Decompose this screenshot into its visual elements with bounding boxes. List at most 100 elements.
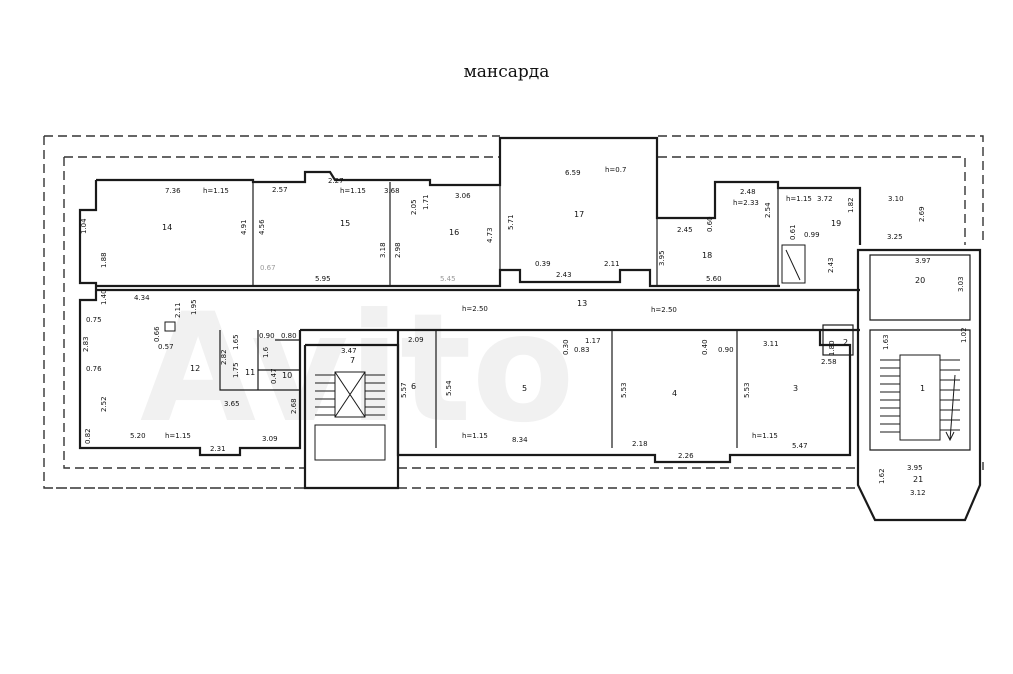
room-12-fixture: [164, 321, 176, 332]
shower-fixture: [781, 244, 806, 284]
room-7: 7: [350, 356, 355, 365]
room-14: 14: [162, 223, 172, 232]
svg-text:2.11: 2.11: [174, 302, 182, 318]
roof-outline-outer: [43, 135, 984, 489]
svg-text:4.56: 4.56: [258, 219, 266, 235]
room-2: 2: [843, 338, 848, 347]
room-1: 1: [920, 384, 925, 393]
room-20: 20: [915, 276, 925, 285]
svg-text:3.09: 3.09: [262, 435, 278, 443]
tower-20-wall: [869, 254, 971, 321]
room-5: 5: [522, 384, 527, 393]
svg-text:0.83: 0.83: [574, 346, 590, 354]
svg-text:h=1.15: h=1.15: [786, 195, 812, 203]
svg-text:3.10: 3.10: [888, 195, 904, 203]
svg-text:h=2.50: h=2.50: [462, 305, 488, 313]
svg-text:2.58: 2.58: [821, 358, 837, 366]
stair-1-arrow: [945, 374, 956, 442]
svg-text:5.20: 5.20: [130, 432, 146, 440]
partition-12-11: [219, 330, 300, 391]
svg-text:4.34: 4.34: [134, 294, 150, 302]
svg-text:5.53: 5.53: [743, 382, 751, 398]
svg-text:0.47: 0.47: [270, 368, 278, 384]
tower-walls: [856, 248, 982, 522]
svg-text:2.11: 2.11: [604, 260, 620, 268]
svg-text:3.72: 3.72: [817, 195, 833, 203]
svg-text:3.47: 3.47: [341, 347, 357, 355]
dimension-labels: 7.36 h=1.15 1.04 1.88 4.91 2.57 2.27 h=1…: [80, 166, 968, 497]
room-16: 16: [449, 228, 459, 237]
stair-1-well: [899, 354, 941, 441]
svg-text:3.06: 3.06: [455, 192, 471, 200]
tower-1-wall: [869, 329, 971, 451]
svg-text:2.52: 2.52: [100, 396, 108, 412]
svg-text:3.12: 3.12: [910, 489, 926, 497]
svg-text:h=1.15: h=1.15: [340, 187, 366, 195]
svg-text:3.11: 3.11: [763, 340, 779, 348]
svg-text:h=1.15: h=1.15: [752, 432, 778, 440]
svg-text:4.91: 4.91: [240, 219, 248, 235]
svg-text:h=1.15: h=1.15: [203, 187, 229, 195]
svg-text:2.98: 2.98: [394, 242, 402, 258]
svg-text:3.97: 3.97: [915, 257, 931, 265]
svg-text:5.95: 5.95: [315, 275, 331, 283]
room-3: 3: [793, 384, 798, 393]
svg-text:2.43: 2.43: [556, 271, 572, 279]
svg-text:5.45: 5.45: [440, 275, 456, 283]
room-21: 21: [913, 475, 923, 484]
svg-text:2.48: 2.48: [740, 188, 756, 196]
svg-text:5.54: 5.54: [445, 380, 453, 396]
svg-text:1.80: 1.80: [828, 340, 836, 356]
watermark: Avito: [140, 282, 575, 456]
partition-small-rooms: [257, 330, 300, 390]
svg-text:0.40: 0.40: [701, 339, 709, 355]
svg-text:0.82: 0.82: [84, 428, 92, 444]
svg-text:2.68: 2.68: [290, 398, 298, 414]
room-numbers: 1 2 3 4 5 6 7 10 11 12 13 14 15 16 17 18…: [162, 210, 925, 484]
svg-text:2.57: 2.57: [272, 186, 288, 194]
svg-text:1.17: 1.17: [585, 337, 601, 345]
svg-text:3.65: 3.65: [224, 400, 240, 408]
svg-text:3.95: 3.95: [907, 464, 923, 472]
svg-text:3.95: 3.95: [658, 250, 666, 266]
svg-text:0.75: 0.75: [86, 316, 102, 324]
svg-text:4.73: 4.73: [486, 227, 494, 243]
svg-text:2.31: 2.31: [210, 445, 226, 453]
stair-1-treads: [880, 359, 960, 433]
room-12: 12: [190, 364, 200, 373]
svg-text:1.75: 1.75: [232, 362, 240, 378]
svg-text:1.04: 1.04: [80, 218, 88, 234]
west-wall: [78, 180, 302, 457]
svg-text:1.40: 1.40: [100, 289, 108, 305]
svg-text:1.82: 1.82: [847, 197, 855, 213]
room-6: 6: [411, 382, 416, 391]
svg-text:0.61: 0.61: [789, 224, 797, 240]
svg-text:1.71: 1.71: [422, 194, 430, 210]
south-block: [396, 330, 852, 464]
svg-text:0.76: 0.76: [86, 365, 102, 373]
svg-text:2.45: 2.45: [677, 226, 693, 234]
room-4: 4: [672, 389, 677, 398]
svg-text:2.05: 2.05: [410, 199, 418, 215]
svg-text:0.99: 0.99: [804, 231, 820, 239]
stair-7-landing: [314, 424, 386, 461]
stair-7-treads: [315, 371, 385, 418]
svg-text:0.30: 0.30: [562, 339, 570, 355]
plan-title: мансарда: [463, 62, 550, 82]
svg-text:0.67: 0.67: [260, 264, 276, 272]
svg-text:0.57: 0.57: [158, 343, 174, 351]
room-11: 11: [245, 368, 255, 377]
svg-text:5.53: 5.53: [620, 382, 628, 398]
svg-text:0.90: 0.90: [259, 332, 275, 340]
svg-text:1.63: 1.63: [882, 334, 890, 350]
svg-text:1.88: 1.88: [100, 252, 108, 268]
svg-text:h=2.33: h=2.33: [733, 199, 759, 207]
roof-outline-inner: [63, 156, 966, 469]
svg-text:3.68: 3.68: [384, 187, 400, 195]
svg-text:3.03: 3.03: [957, 276, 965, 292]
room-15: 15: [340, 219, 350, 228]
room-13: 13: [577, 299, 587, 308]
svg-text:2.83: 2.83: [82, 336, 90, 352]
svg-text:1.02: 1.02: [960, 327, 968, 343]
